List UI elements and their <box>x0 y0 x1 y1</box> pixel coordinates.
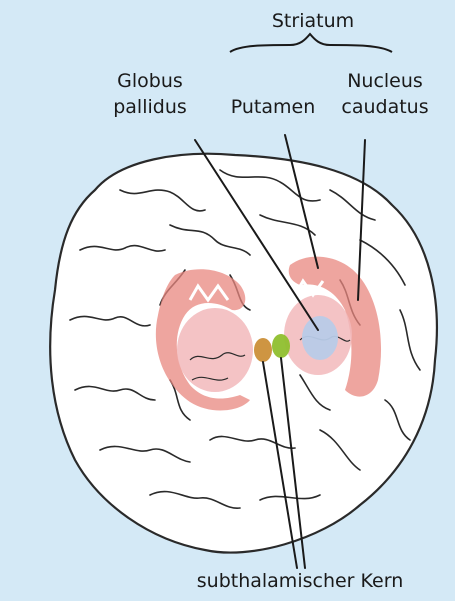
label-nucleus-caudatus-line2: caudatus <box>330 96 440 119</box>
left-subthalamic-nucleus <box>254 338 272 362</box>
right-globus-pallidus <box>302 316 338 360</box>
right-subthalamic-nucleus <box>272 334 290 358</box>
striatum-brace <box>230 34 392 52</box>
label-subthalamic-nucleus: subthalamischer Kern <box>160 570 440 593</box>
label-globus-pallidus-line1: Globus <box>100 70 200 93</box>
label-nucleus-caudatus-line1: Nucleus <box>330 70 440 93</box>
label-striatum: Striatum <box>258 10 368 33</box>
label-globus-pallidus-line2: pallidus <box>100 96 200 119</box>
label-putamen: Putamen <box>218 96 328 119</box>
